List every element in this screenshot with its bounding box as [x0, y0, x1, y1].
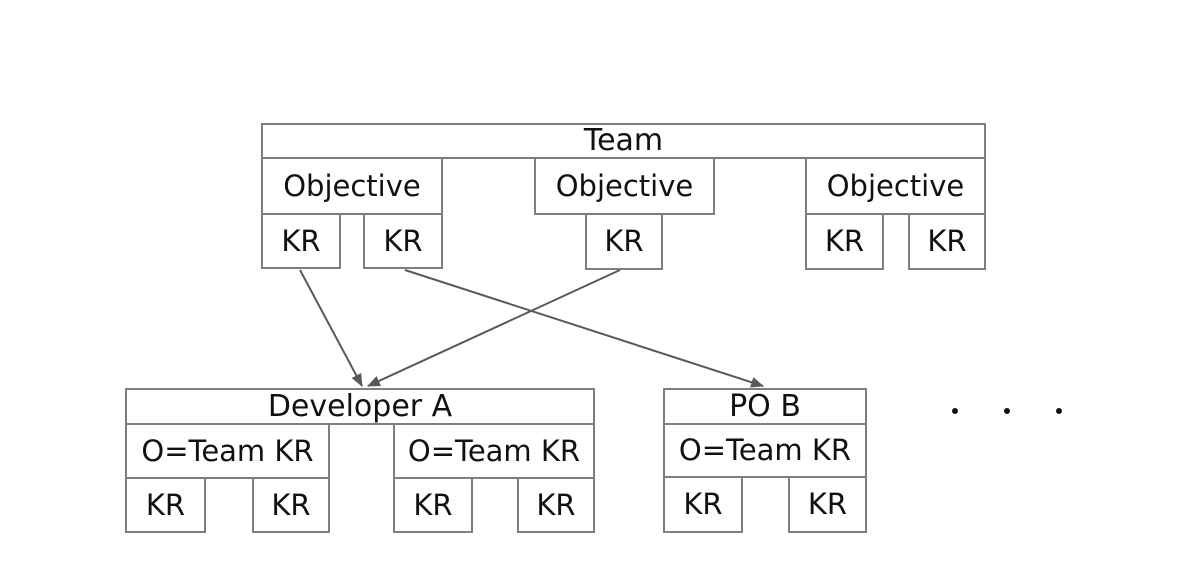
team-objective-1-kr-2-box: KR — [363, 213, 443, 269]
developer-a-objective-2-kr-2-box: KR — [517, 477, 595, 533]
arrow-team-kr1-to-developer-a — [299, 269, 363, 387]
developer-a-objective-1-box: O=Team KR — [125, 423, 330, 479]
developer-a-objective-1-kr-2-box: KR — [252, 477, 330, 533]
more-people-ellipsis — [952, 408, 1062, 414]
po-b-objective-1-box: O=Team KR — [663, 423, 867, 478]
team-objective-1-box: Objective — [261, 157, 443, 215]
team-objective-3-kr-2-box: KR — [908, 213, 986, 270]
ellipsis-dot — [1004, 408, 1010, 414]
developer-a-objective-2-box: O=Team KR — [393, 423, 595, 479]
po-b-objective-1-kr-1-box: KR — [663, 476, 743, 533]
arrow-team-kr2-to-po-b — [404, 269, 765, 388]
ellipsis-dot — [952, 408, 958, 414]
team-objective-3-box: Objective — [805, 157, 986, 215]
team-objective-1-kr-1-box: KR — [261, 213, 341, 269]
team-objective-2-box: Objective — [534, 157, 715, 215]
team-objective-2-kr-1-box: KR — [585, 213, 663, 270]
arrow-team-kr3-to-developer-a — [367, 269, 621, 387]
po-b-objective-1-kr-2-box: KR — [788, 476, 867, 533]
developer-a-header-box: Developer A — [125, 388, 595, 425]
ellipsis-dot — [1056, 408, 1062, 414]
team-header-box: Team — [261, 123, 986, 159]
team-objective-3-kr-1-box: KR — [805, 213, 884, 270]
po-b-header-box: PO B — [663, 388, 867, 425]
developer-a-objective-2-kr-1-box: KR — [393, 477, 473, 533]
developer-a-objective-1-kr-1-box: KR — [125, 477, 206, 533]
